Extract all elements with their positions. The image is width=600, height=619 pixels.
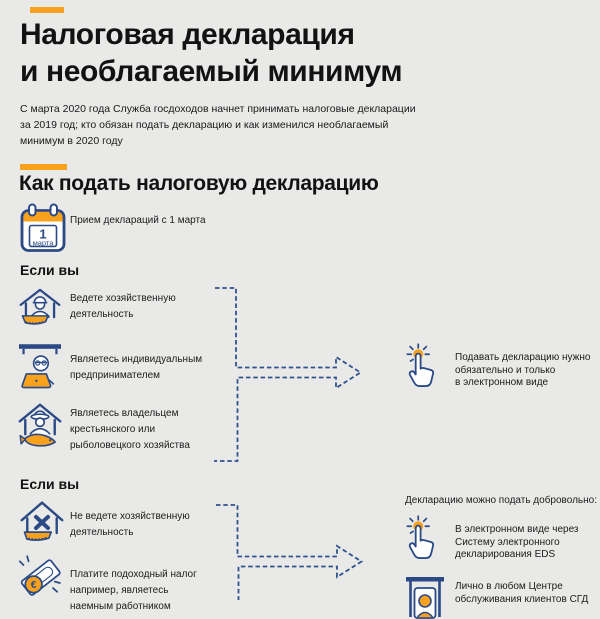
group1-item-text: Являетесь индивидуальным предпринимателе… bbox=[70, 354, 203, 381]
income-tax-icon: € bbox=[16, 553, 66, 601]
page-title: Налоговая декларация и необлагаемый мини… bbox=[20, 18, 403, 88]
calendar-day: 1 bbox=[39, 227, 46, 242]
service-center-icon bbox=[406, 577, 444, 619]
group1-result-text: Подавать декларацию нужно обязательно и … bbox=[455, 352, 591, 388]
group1-item-text: Являетесь владельцем крестьянского или р… bbox=[70, 408, 190, 451]
euro-glyph: € bbox=[31, 580, 37, 591]
hand-click-icon bbox=[406, 514, 435, 563]
farmer-fishery-icon bbox=[17, 401, 63, 449]
hand-click-icon bbox=[406, 342, 435, 391]
page-subtitle: С марта 2020 года Служба госдоходов начн… bbox=[20, 103, 416, 147]
group2-option-text: Лично в любом Центре обслуживания клиент… bbox=[455, 581, 589, 605]
section-marker-dash bbox=[20, 164, 67, 170]
house-closed-icon bbox=[18, 499, 66, 545]
group2-option-text: В электронном виде через Систему электро… bbox=[455, 524, 579, 560]
deadline-label: Прием деклараций с 1 марта bbox=[70, 215, 206, 226]
worker-house-icon bbox=[18, 287, 62, 328]
group2-item-text: Платите подоходный налог например, являе… bbox=[70, 569, 197, 612]
entrepreneur-laptop-icon bbox=[19, 336, 61, 389]
section-title: Как подать налоговую декларацию bbox=[19, 172, 379, 195]
calendar-month: марта bbox=[33, 239, 55, 248]
group2-heading: Если вы bbox=[20, 476, 80, 492]
calendar-icon: 1 марта bbox=[20, 203, 66, 253]
infographic-page: { "colors": { "background": "#e9e9e7", "… bbox=[16, 7, 598, 619]
group1-item-text: Ведете хозяйственную деятельность bbox=[70, 293, 176, 320]
group2-result-heading: Декларацию можно подать добровольно: bbox=[405, 495, 598, 506]
flow-arrow-voluntary bbox=[216, 504, 364, 600]
flow-arrow-mandatory bbox=[214, 287, 363, 462]
group1-heading: Если вы bbox=[20, 262, 80, 278]
brand-dash bbox=[30, 7, 64, 13]
flow-arrows bbox=[214, 287, 364, 600]
group2-item-text: Не ведете хозяйственную деятельность bbox=[70, 511, 190, 538]
